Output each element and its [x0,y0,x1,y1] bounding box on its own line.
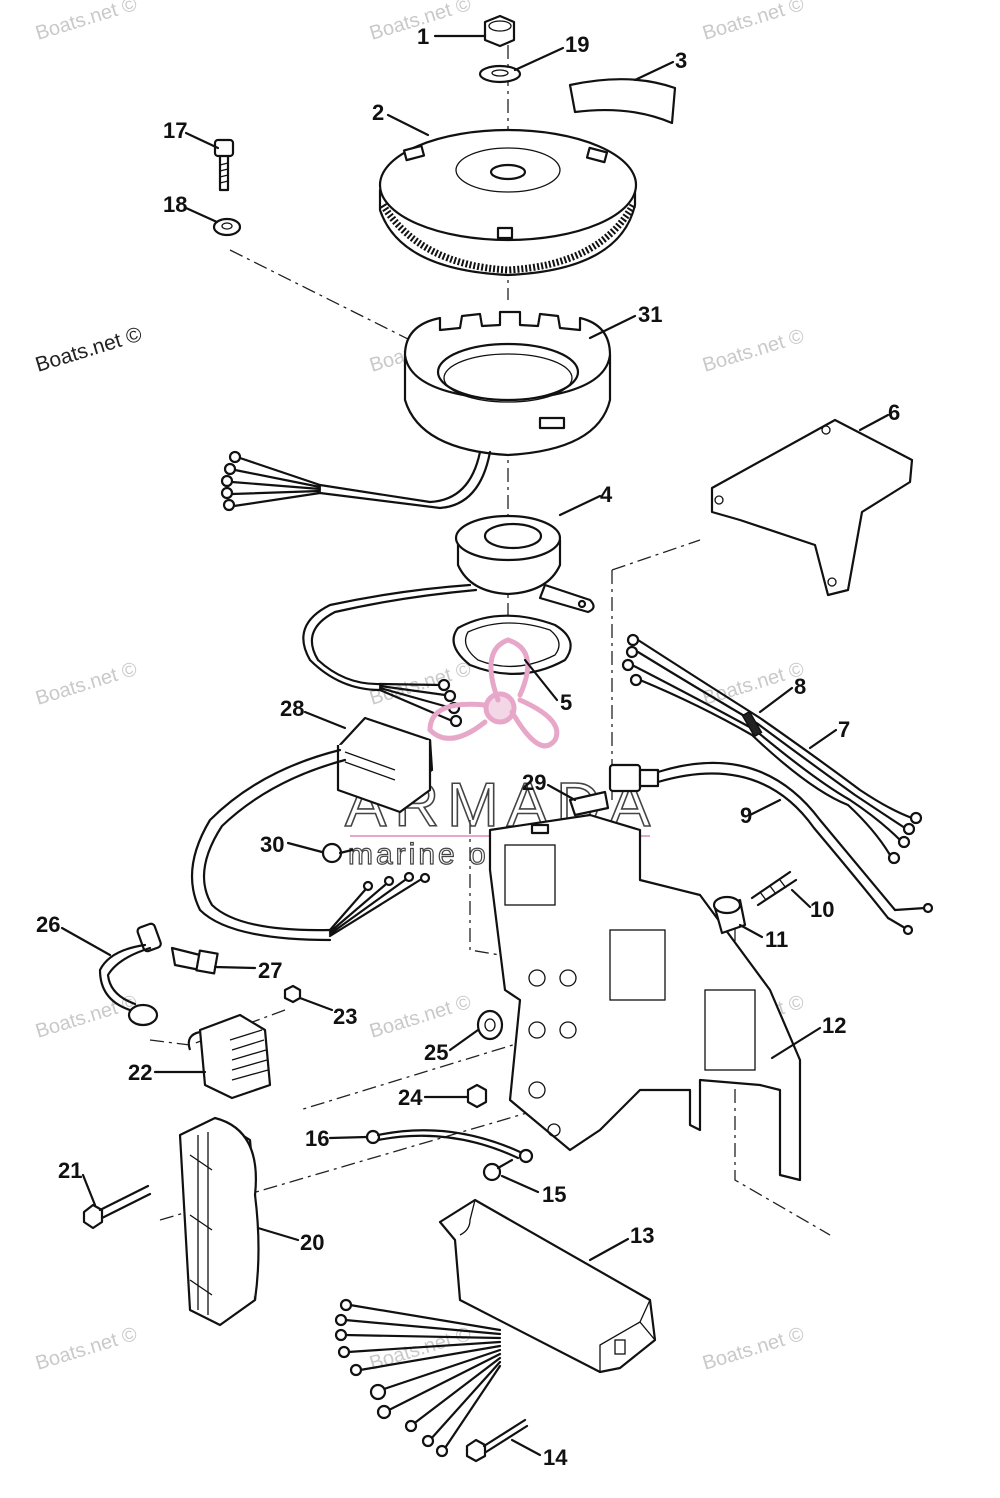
callout-13: 13 [630,1223,654,1248]
part-small-nut [283,984,302,1004]
part-mounting-plate [488,813,802,1182]
part-switch-box [438,1198,657,1374]
part-ground-strap [365,1129,534,1164]
callout-26: 26 [36,912,60,937]
callout-27: 27 [258,958,282,983]
stator-leads [220,450,322,512]
part-bolt [213,138,235,192]
part-clip [568,790,610,817]
leader-lines [60,34,890,1457]
part-screw [321,842,354,864]
part-plate-screw [482,1158,514,1182]
callout-29: 29 [522,770,546,795]
callout-23: 23 [333,1004,357,1029]
part-stator [318,310,612,510]
callout-28: 28 [280,696,304,721]
callout-6: 6 [888,400,900,425]
callout-14: 14 [543,1445,568,1470]
callout-5: 5 [560,690,572,715]
part-box-screw [465,1418,529,1463]
part-trigger [302,514,595,692]
watermark-text: Boats.net © [367,991,474,1043]
callout-21: 21 [58,1158,82,1183]
callout-4: 4 [600,482,613,507]
callout-22: 22 [128,1060,152,1085]
callout-2: 2 [372,100,384,125]
part-retainer [452,614,572,675]
part-nut [483,14,516,48]
callout-11: 11 [765,927,788,952]
part-flat-washer [212,217,242,237]
callout-25: 25 [424,1040,448,1065]
part-coil-bracket [178,1116,260,1327]
part-lock-nut [466,1083,488,1109]
callout-12: 12 [822,1013,846,1038]
part-long-bolt [82,1184,152,1230]
callout-19: 19 [565,32,589,57]
callout-9: 9 [740,803,752,828]
callout-10: 10 [810,897,834,922]
part-decal [568,78,677,125]
watermark-text: Boats.net © [700,325,807,377]
watermark-text: Boats.net © [33,322,145,376]
part-plug-lead [98,922,162,1027]
watermark-text: Boats.net © [33,0,140,45]
part-spacer [712,895,747,935]
watermark-text: Boats.net © [33,658,140,710]
watermark-text: Boats.net © [33,1323,140,1375]
part-ignition-coil [187,1013,272,1100]
callout-16: 16 [305,1126,329,1151]
callout-15: 15 [542,1182,566,1207]
callout-1: 1 [417,24,429,49]
part-flywheel [378,128,638,277]
callout-24: 24 [398,1085,423,1110]
callout-17: 17 [163,118,187,143]
part-grommet [476,1009,504,1041]
callout-20: 20 [300,1230,324,1255]
callout-18: 18 [163,192,187,217]
part-washer [478,64,522,84]
part-spark-plug [170,946,219,975]
callout-numbers: 1 2 3 4 5 6 7 8 9 10 11 12 13 14 15 16 1… [36,24,900,1470]
watermark-text: Boats.net © [700,658,807,710]
propeller-icon [427,637,560,749]
callout-3: 3 [675,48,687,73]
part-cable [608,761,934,936]
callout-7: 7 [838,717,850,742]
switch-box-leads [334,1298,502,1458]
part-stud [750,870,798,907]
part-bracket [710,418,914,597]
callout-30: 30 [260,832,284,857]
rectifier-leads [328,871,431,938]
callout-31: 31 [638,302,662,327]
part-rectifier [190,716,434,942]
part-harness [621,633,923,865]
watermark-text: Boats.net © [700,1323,807,1375]
callout-8: 8 [794,674,806,699]
watermark-text: Boats.net © [700,0,807,45]
